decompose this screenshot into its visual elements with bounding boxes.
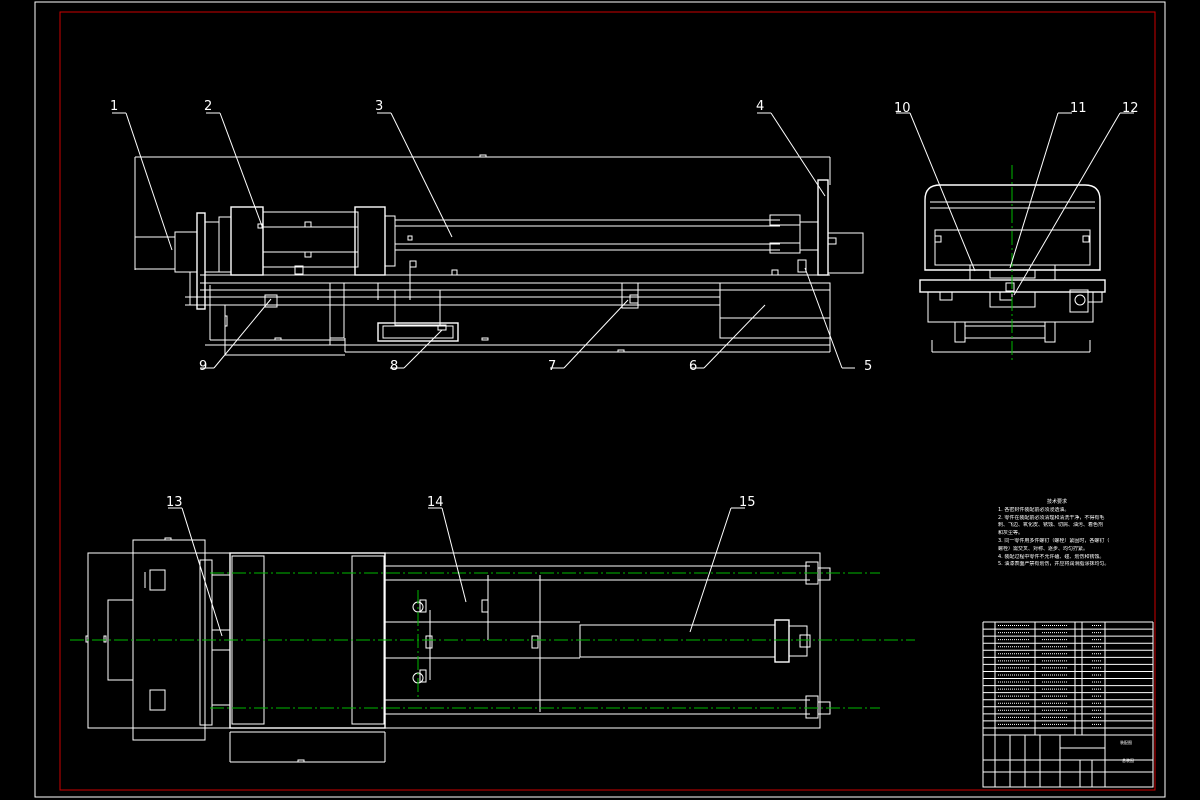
part-label: 12 — [1122, 101, 1139, 116]
leader-lines — [112, 112, 1134, 637]
outer-sheet-border — [34, 1, 1166, 798]
tech-note-line: 3. 同一零件用多件螺钉（螺栓）紧固时，各螺钉（ — [998, 537, 1110, 544]
part-label: 2 — [204, 99, 212, 114]
part-label: 8 — [390, 359, 398, 374]
tech-note-line: 1. 各密封件装配前必须浸透油。 — [998, 506, 1070, 513]
tech-note-line: 2. 零件在装配前必须清理和清洗干净，不得有毛 — [998, 514, 1105, 521]
title-block: 装配图 总装图 — [982, 734, 1154, 788]
tech-note-line: 和灰尘等。 — [998, 530, 1024, 537]
inner-frame-border — [59, 11, 1156, 791]
part-label: 4 — [756, 99, 764, 114]
technical-requirements: 技术要求 1. 各密封件装配前必须浸透油。 2. 零件在装配前必须清理和清洗干净… — [998, 499, 1116, 569]
drawing-subtitle: 总装图 — [1122, 757, 1134, 763]
part-label: 15 — [739, 495, 756, 510]
tech-note-line: 4. 装配过程中零件不允许磕、碰、划伤和锈蚀。 — [998, 553, 1105, 560]
tech-note-line: 5. 油漆表面严禁有划伤，并应将润滑脂涂抹均匀。 — [998, 561, 1110, 568]
tech-note-line: 螺栓）需交叉、对称、逐步、均匀拧紧。 — [998, 545, 1089, 552]
part-label: 10 — [894, 101, 911, 116]
part-label: 14 — [427, 495, 444, 510]
part-label: 5 — [864, 359, 872, 374]
part-label: 11 — [1070, 101, 1087, 116]
drawing-name: 装配图 — [1120, 739, 1132, 745]
part-label: 6 — [689, 359, 697, 374]
part-label: 3 — [375, 99, 383, 114]
tech-note-line: 刺、飞边、氧化皮、锈蚀、切屑、油污、着色剂 — [998, 522, 1104, 529]
part-label: 1 — [110, 99, 118, 114]
bom-table — [982, 621, 1154, 736]
part-label: 13 — [166, 495, 183, 510]
part-label: 7 — [548, 359, 556, 374]
part-labels: 1 2 3 4 5 6 7 8 9 10 11 12 13 14 15 — [110, 99, 1139, 510]
front-view — [134, 154, 864, 356]
part-label: 9 — [199, 359, 207, 374]
top-view — [70, 537, 915, 763]
side-view — [919, 165, 1106, 360]
tech-notes-title: 技术要求 — [1046, 499, 1067, 505]
